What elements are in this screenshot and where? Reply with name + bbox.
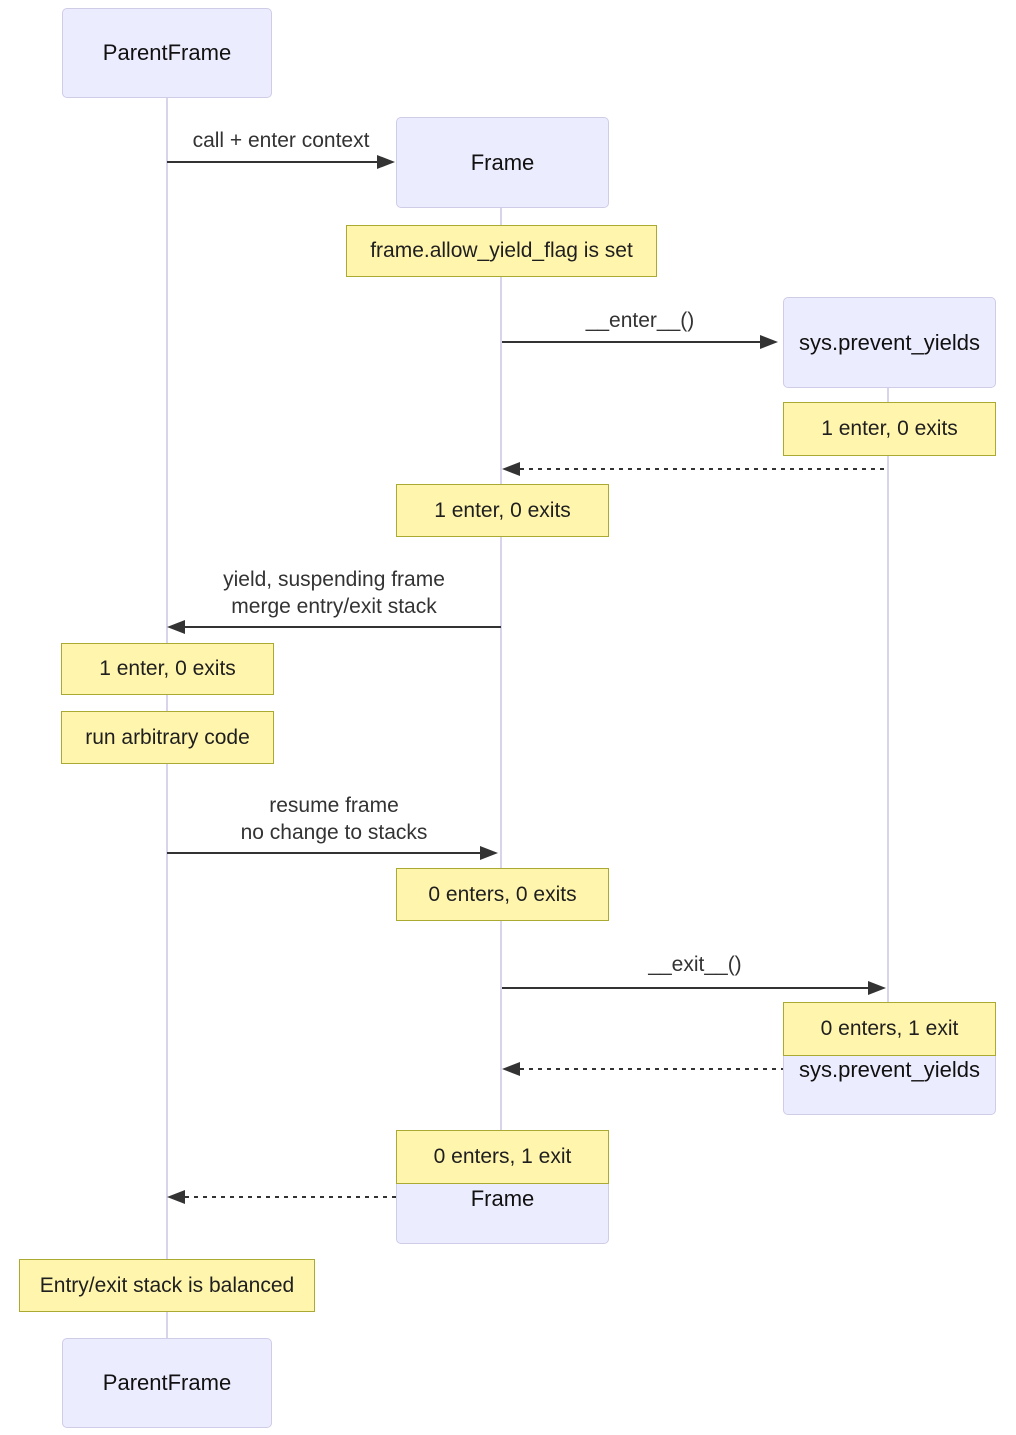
arrowhead-left-icon (502, 1062, 520, 1076)
note-text: 1 enter, 0 exits (821, 417, 958, 440)
message-label-exit: __exit__() (648, 953, 742, 976)
note-text: 1 enter, 0 exits (434, 498, 571, 522)
message-label-call-enter-context: call + enter context (192, 129, 370, 152)
actor-label: sys.prevent_yields (799, 1057, 980, 1082)
note-text: Entry/exit stack is balanced (39, 1273, 295, 1297)
message-line-exit-return (520, 1068, 888, 1070)
note-text: frame.allow_yield_flag is set (370, 239, 633, 262)
note-parent-after-yield: 1 enter, 0 exits (61, 643, 274, 695)
arrowhead-left-icon (502, 462, 520, 476)
message-label-resume-line2: no change to stacks (240, 821, 428, 844)
arrowhead-right-icon (480, 846, 498, 860)
actor-frame-top: Frame (396, 117, 609, 208)
actor-label: ParentFrame (102, 1370, 232, 1395)
arrowhead-right-icon (868, 981, 886, 995)
message-line-final-return (185, 1196, 501, 1198)
actor-label: ParentFrame (102, 40, 232, 65)
note-text: 1 enter, 0 exits (99, 657, 236, 680)
note-stack-balanced: Entry/exit stack is balanced (19, 1259, 315, 1312)
note-sys-after-exit: 0 enters, 1 exit (783, 1002, 996, 1056)
message-line-yield (185, 626, 501, 628)
lifeline-sys-prevent-yields (887, 388, 889, 1025)
note-text: 0 enters, 1 exit (433, 1145, 572, 1168)
message-label-yield-line1: yield, suspending frame (223, 568, 445, 591)
message-line-exit (502, 987, 869, 989)
note-sys-after-enter: 1 enter, 0 exits (783, 402, 996, 456)
message-label-enter: __enter__() (585, 309, 695, 332)
actor-parentframe-bottom: ParentFrame (62, 1338, 272, 1428)
actor-label: Frame (470, 1186, 535, 1211)
lifeline-frame (500, 208, 502, 1154)
note-allow-yield-flag: frame.allow_yield_flag is set (346, 225, 657, 277)
actor-label: sys.prevent_yields (799, 329, 980, 355)
arrowhead-left-icon (167, 620, 185, 634)
message-line-enter-return (520, 468, 887, 470)
message-line-enter (502, 341, 760, 343)
actor-parentframe-top: ParentFrame (62, 8, 272, 98)
message-label-yield-line2: merge entry/exit stack (231, 595, 437, 618)
note-frame-after-resume: 0 enters, 0 exits (396, 868, 609, 921)
note-text: run arbitrary code (85, 725, 250, 749)
message-line-call-enter-context (167, 161, 377, 163)
message-label-resume-line1: resume frame (269, 794, 399, 817)
note-text: 0 enters, 1 exit (820, 1017, 959, 1040)
message-line-resume (167, 852, 482, 854)
note-text: 0 enters, 0 exits (428, 882, 577, 906)
note-frame-after-exit: 0 enters, 1 exit (396, 1130, 609, 1184)
note-run-arbitrary-code: run arbitrary code (61, 711, 274, 764)
actor-sys-prevent-yields-top: sys.prevent_yields (783, 297, 996, 388)
note-frame-after-enter: 1 enter, 0 exits (396, 484, 609, 537)
arrowhead-left-icon (167, 1190, 185, 1204)
actor-label: Frame (470, 149, 535, 175)
arrowhead-right-icon (377, 155, 395, 169)
arrowhead-right-icon (760, 335, 778, 349)
